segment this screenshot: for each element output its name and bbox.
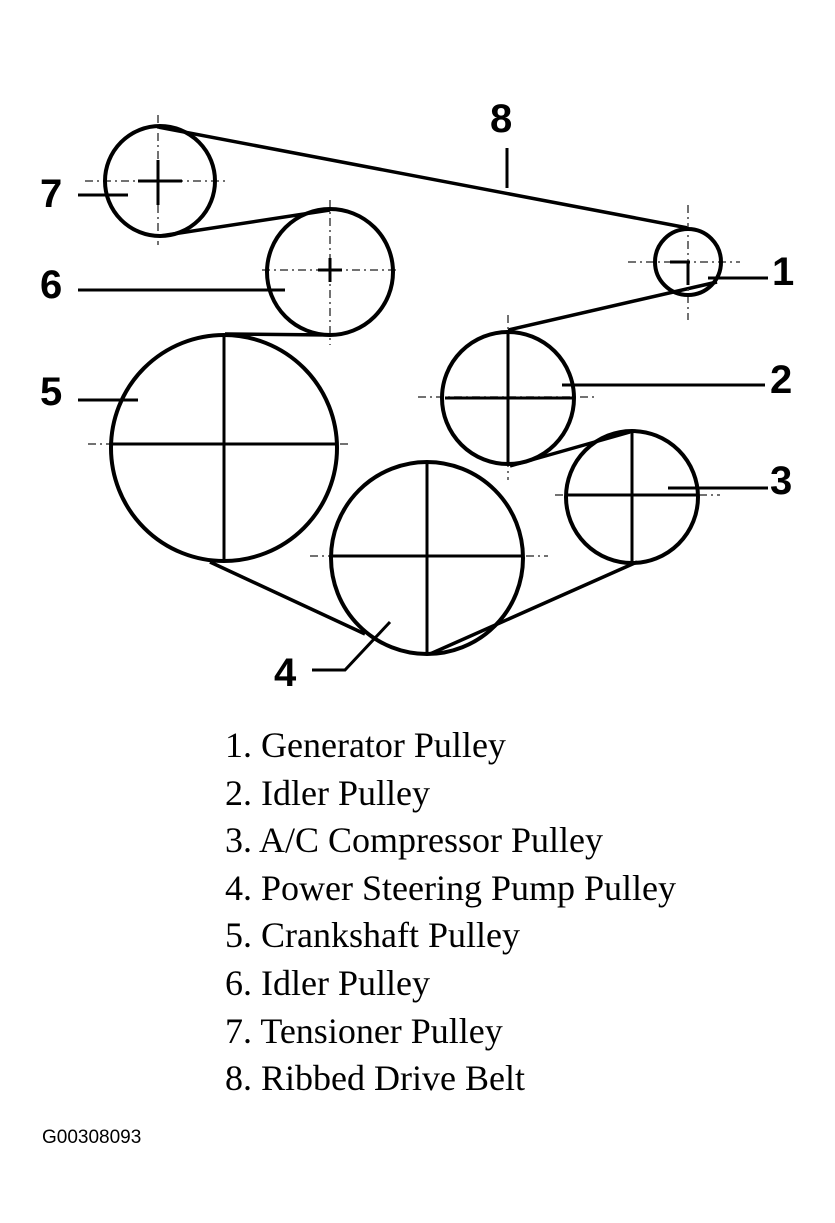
legend-item-1: 1. Generator Pulley (225, 725, 506, 765)
callout-8: 8 (490, 97, 512, 141)
idler-pulley-left (262, 200, 400, 345)
callout-5: 5 (40, 370, 62, 414)
callout-3: 3 (770, 459, 792, 503)
figure-id: G00308093 (42, 1127, 142, 1148)
parts-legend: 1. Generator Pulley 2. Idler Pulley 3. A… (225, 722, 676, 1103)
legend-item-5: 5. Crankshaft Pulley (225, 915, 520, 956)
tensioner-pulley (85, 115, 228, 245)
callout-4: 4 (274, 651, 297, 695)
legend-item-8: 8. Ribbed Drive Belt (225, 1058, 525, 1099)
idler-pulley-upper-right (418, 315, 595, 480)
crankshaft-pulley (88, 333, 350, 563)
legend-item-7: 7. Tensioner Pulley (225, 1010, 503, 1051)
callout-2: 2 (770, 358, 792, 402)
legend-item-3: 3. A/C Compressor Pulley (225, 820, 604, 861)
legend-item-6: 6. Idler Pulley (225, 962, 430, 1003)
callout-6: 6 (40, 263, 62, 307)
leader-lines (78, 148, 768, 672)
leader-4 (312, 620, 392, 672)
legend-item-2: 2. Idler Pulley (225, 772, 430, 813)
ac-compressor-pulley (555, 429, 720, 565)
callout-7: 7 (40, 172, 62, 216)
generator-pulley (628, 205, 740, 320)
belt-routing-diagram: 1 2 3 4 5 6 7 8 (40, 97, 794, 695)
legend-item-4: 4. Power Steering Pump Pulley (225, 867, 676, 908)
callout-1: 1 (772, 250, 794, 294)
ribbed-drive-belt (157, 125, 718, 656)
power-steering-pump-pulley (310, 460, 548, 656)
